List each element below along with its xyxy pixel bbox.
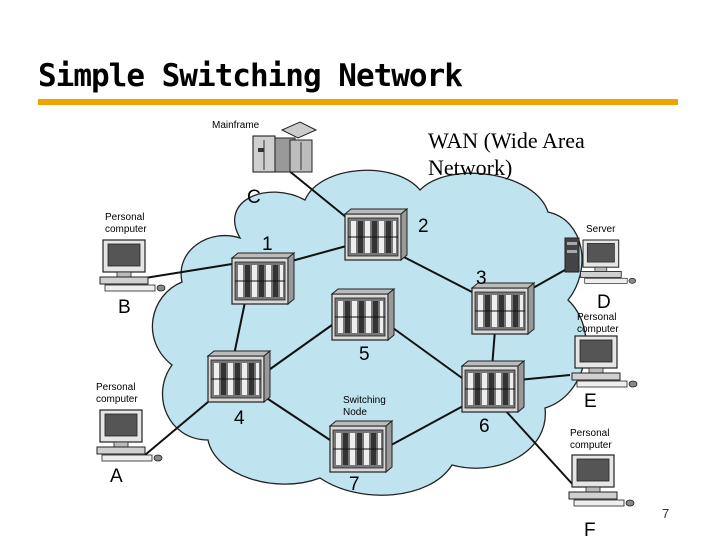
- node-label-3: 3: [476, 268, 487, 289]
- switching-node-icon-4: [207, 350, 271, 403]
- personal-computer-icon-b: [99, 239, 166, 292]
- station-letter-d: D: [597, 292, 611, 313]
- mainframe-icon: [252, 121, 318, 173]
- slide-title: Simple Switching Network: [38, 58, 463, 94]
- node-label-4: 4: [234, 408, 245, 429]
- wan-label: WAN (Wide Area Network): [428, 127, 628, 181]
- station-f-type-line2: computer: [570, 440, 612, 451]
- node-label-7: 7: [349, 474, 360, 495]
- station-a-type-line2: computer: [96, 394, 138, 405]
- switching-node-icon-3: [471, 282, 535, 335]
- station-a-type-line1: Personal: [96, 382, 135, 393]
- personal-computer-icon-a: [96, 409, 163, 462]
- station-letter-c: C: [247, 187, 261, 208]
- station-letter-e: E: [584, 391, 597, 412]
- wan-label-line1: WAN (Wide Area: [428, 128, 585, 153]
- station-b-type-line2: computer: [105, 224, 147, 235]
- node-label-6: 6: [479, 416, 490, 437]
- switching-node-icon-5: [331, 288, 395, 341]
- page-number: 7: [662, 506, 670, 521]
- station-letter-b: B: [118, 297, 131, 318]
- station-e-type-line2: computer: [577, 324, 619, 335]
- station-f-type-line1: Personal: [570, 428, 609, 439]
- title-underline: [38, 99, 678, 105]
- switching-node-icon-7: [329, 420, 393, 473]
- switching-node-icon-6: [461, 360, 525, 413]
- station-e-type-line1: Personal: [577, 312, 616, 323]
- switching-node-icon-1: [231, 252, 295, 305]
- switching-node-icon-2: [344, 208, 408, 261]
- node-label-1: 1: [262, 234, 273, 255]
- switching-node-caption-line1: Switching: [343, 395, 386, 406]
- switching-node-caption-line2: Node: [343, 407, 367, 418]
- station-d-type: Server: [586, 224, 616, 235]
- node-label-2: 2: [418, 216, 429, 237]
- station-c-type: Mainframe: [212, 120, 260, 131]
- wan-label-line2: Network): [428, 155, 513, 180]
- node-label-5: 5: [359, 344, 370, 365]
- station-b-type-line1: Personal: [105, 212, 144, 223]
- station-letter-f: F: [584, 520, 596, 540]
- personal-computer-icon-f: [568, 454, 635, 507]
- personal-computer-icon-e: [571, 335, 638, 388]
- station-letter-a: A: [110, 466, 123, 487]
- server-icon: [564, 237, 637, 284]
- network-links: [144, 169, 576, 488]
